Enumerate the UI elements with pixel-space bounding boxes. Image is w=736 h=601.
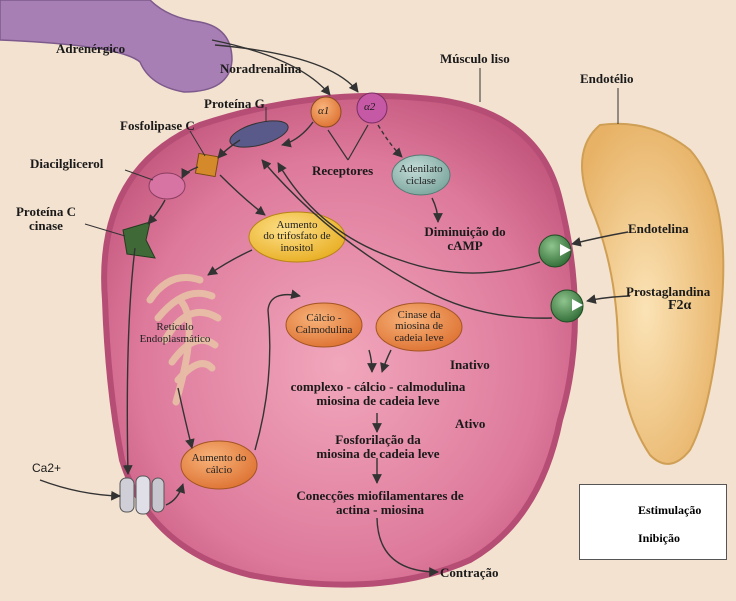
calcium-calmodulin-shape	[285, 302, 363, 348]
prostaglandin-receptor-shape	[550, 289, 584, 323]
label-receptors: Receptores	[312, 163, 374, 178]
label-ca2: Ca2+	[32, 461, 62, 475]
label-endothelin: Endotelina	[628, 221, 689, 236]
adrenergic-nerve-terminal	[0, 0, 233, 93]
label-diacylglycerol: Diacilglicerol	[30, 156, 104, 171]
label-endothelium: Endotélio	[580, 71, 634, 86]
endoplasmic-reticulum	[146, 274, 222, 406]
legend-stimulation: Estimulação	[638, 503, 702, 517]
ip3-increase-shape	[248, 211, 346, 263]
label-smooth-muscle: Músculo liso	[440, 51, 510, 66]
mlck-shape	[375, 302, 463, 352]
protein-kinase-c-shape	[122, 221, 156, 259]
alpha2-receptor-shape	[356, 92, 388, 124]
label-active: Ativo	[455, 416, 486, 431]
label-alpha2: α2	[364, 101, 376, 113]
calcium-channel	[119, 475, 165, 515]
label-f2alpha: F2α	[668, 298, 692, 313]
label-contraction: Contração	[440, 565, 499, 580]
stimulation-arrows	[39, 39, 631, 577]
calcium-increase-shape	[180, 440, 258, 490]
alpha1-receptor-shape	[310, 96, 342, 128]
phospholipase-c-shape	[194, 152, 220, 178]
inhibition-arrow	[377, 124, 403, 158]
adenylate-cyclase-shape	[391, 154, 451, 196]
receptor-pointer-lines	[327, 124, 369, 161]
label-leader-lines	[84, 68, 619, 237]
diacylglycerol-shape	[148, 172, 186, 200]
g-protein-shape	[229, 120, 289, 148]
label-alpha1: α1	[318, 105, 330, 117]
label-phospholipase-c: Fosfolipase C	[120, 118, 195, 133]
endothelium-cell	[581, 122, 725, 465]
label-g-protein: Proteína G	[204, 96, 265, 111]
label-noradrenaline: Noradrenalina	[220, 61, 302, 76]
label-inactive: Inativo	[450, 357, 490, 372]
legend-box: Estimulação Inibição	[579, 484, 727, 560]
legend-inhibition: Inibição	[638, 531, 681, 545]
label-prostaglandin: Prostaglandina	[626, 284, 711, 299]
label-adrenergic: Adrenérgico	[56, 41, 126, 56]
calcium-calmodulin-node: Cálcio -Calmodulina	[295, 312, 353, 336]
endothelin-receptor-shape	[538, 234, 572, 268]
